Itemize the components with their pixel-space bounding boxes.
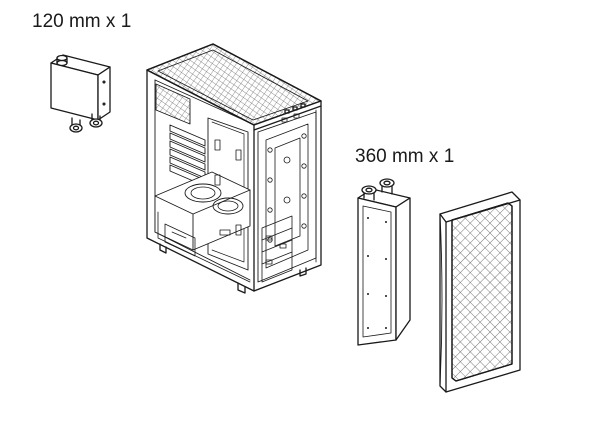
pc-case-illustration xyxy=(146,43,322,294)
radiator-120-illustration xyxy=(50,54,111,133)
front-mesh-panel-illustration xyxy=(439,191,521,393)
radiator-360-label: 360 mm x 1 xyxy=(355,146,455,167)
radiator-120-label: 120 mm x 1 xyxy=(32,11,132,32)
radiator-360-illustration xyxy=(357,178,411,346)
